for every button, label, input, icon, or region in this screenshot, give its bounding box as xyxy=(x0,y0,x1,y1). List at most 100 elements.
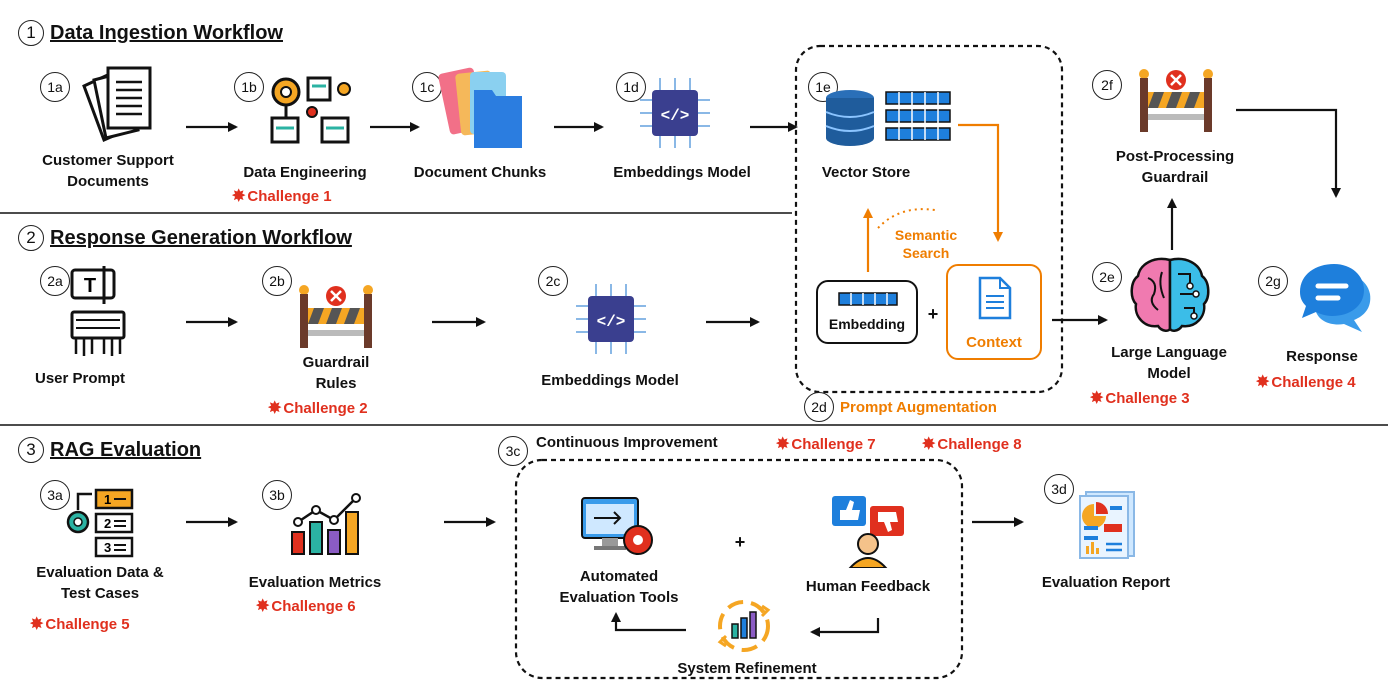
node-2b-label: Guardrail Rules xyxy=(276,352,396,394)
challenge-text: Challenge 8 xyxy=(937,435,1022,453)
node-1a-label: Customer Support Documents xyxy=(18,150,198,192)
step-tag: 1d xyxy=(616,72,646,102)
burst-icon: ✸ xyxy=(922,436,936,453)
label-line: Large Language xyxy=(1111,344,1227,361)
node-1c-label: Document Chunks xyxy=(413,164,547,181)
node-2a-label: User Prompt xyxy=(34,370,126,387)
automated-tools-label: Automated Evaluation Tools xyxy=(544,566,694,608)
node-2g-label: Response xyxy=(1286,348,1358,365)
label-line: Evaluation Data & xyxy=(36,564,164,581)
step-tag: 1c xyxy=(412,72,442,102)
plus-sign: + xyxy=(927,304,939,324)
human-feedback-label: Human Feedback xyxy=(805,578,931,595)
challenge-badge: ✸ Challenge 3 xyxy=(1090,388,1190,408)
step-tag: 2g xyxy=(1258,266,1288,296)
step-tag: 1a xyxy=(40,72,70,102)
step-tag: 3c xyxy=(498,436,528,466)
challenge-badge: ✸ Challenge 1 xyxy=(232,186,332,206)
label-line: Guardrail xyxy=(302,354,370,371)
challenge-badge: ✸ Challenge 4 xyxy=(1256,372,1356,392)
continuous-improvement-label: Continuous Improvement xyxy=(536,434,718,451)
step-tag: 3d xyxy=(1044,474,1074,504)
prompt-augmentation-box xyxy=(794,44,1064,394)
system-refinement-label: System Refinement xyxy=(677,660,817,677)
embedding-vector-icon xyxy=(838,292,898,306)
burst-icon: ✸ xyxy=(30,616,44,633)
step-tag: 3b xyxy=(262,480,292,510)
label-line: Guardrail xyxy=(1141,169,1209,186)
prompt-augmentation-label: Prompt Augmentation xyxy=(840,399,997,416)
section-title: Response Generation Workflow xyxy=(50,226,352,249)
challenge-text: Challenge 1 xyxy=(247,187,332,205)
svg-text:3: 3 xyxy=(104,540,111,555)
svg-text:1: 1 xyxy=(104,492,111,507)
step-tag: 2c xyxy=(538,266,568,296)
challenge-badge: ✸ Challenge 6 xyxy=(256,596,356,616)
test-cases-icon: 1 2 3 xyxy=(66,488,134,558)
svg-text:2: 2 xyxy=(104,516,111,531)
node-2f-label: Post-Processing Guardrail xyxy=(1090,146,1260,188)
challenge-badge: ✸ Challenge 7 xyxy=(776,434,876,454)
step-tag: 2d xyxy=(804,392,834,422)
vector-store-icon xyxy=(825,90,951,146)
label-line: Post-Processing xyxy=(1115,148,1235,165)
challenge-badge: ✸ Challenge 5 xyxy=(30,614,130,634)
document-icon xyxy=(978,276,1012,320)
challenge-badge: ✸ Challenge 2 xyxy=(268,398,368,418)
chat-response-icon xyxy=(1300,264,1371,332)
context-label: Context xyxy=(966,334,1022,351)
burst-icon: ✸ xyxy=(1256,374,1270,391)
document-chunks-icon xyxy=(438,67,522,148)
embedding-label: Embedding xyxy=(828,316,906,332)
label-line: Search xyxy=(902,245,950,261)
step-tag: 2e xyxy=(1092,262,1122,292)
challenge-text: Challenge 6 xyxy=(271,597,356,615)
documents-icon xyxy=(82,66,152,143)
section-number: 1 xyxy=(18,20,44,46)
context-box: Context xyxy=(946,264,1042,360)
challenge-text: Challenge 4 xyxy=(1271,373,1356,391)
step-tag: 1b xyxy=(234,72,264,102)
burst-icon: ✸ xyxy=(256,598,270,615)
label-line: Evaluation Tools xyxy=(559,589,679,606)
svg-text:T: T xyxy=(84,275,96,297)
node-2e-label: Large Language Model xyxy=(1084,342,1254,384)
burst-icon: ✸ xyxy=(232,188,246,205)
section-title: Data Ingestion Workflow xyxy=(50,21,283,44)
embeddings-model-icon: </> xyxy=(576,284,646,354)
arrow-feedback-refine xyxy=(810,618,880,637)
semantic-search-dots xyxy=(877,208,936,229)
step-tag: 2b xyxy=(262,266,292,296)
plus-sign: + xyxy=(734,532,746,552)
section-number: 3 xyxy=(18,437,44,463)
guardrail-icon xyxy=(299,285,373,348)
system-refinement-icon xyxy=(717,600,771,652)
arrow-2f-2g xyxy=(1236,108,1341,198)
step-tag: 1e xyxy=(808,72,838,102)
burst-icon: ✸ xyxy=(1090,390,1104,407)
metrics-icon xyxy=(291,493,361,555)
node-3b-label: Evaluation Metrics xyxy=(248,574,382,591)
section-title: RAG Evaluation xyxy=(50,438,202,461)
continuous-improvement-box xyxy=(514,458,964,680)
automated-tools-icon xyxy=(581,497,653,555)
node-1d-label: Embeddings Model xyxy=(613,164,751,181)
section-1-header: 1 Data Ingestion Workflow xyxy=(18,20,283,46)
node-1e-label: Vector Store xyxy=(821,164,911,181)
burst-icon: ✸ xyxy=(268,400,282,417)
embedding-box: Embedding xyxy=(816,280,918,344)
node-3a-label: Evaluation Data & Test Cases xyxy=(10,562,190,604)
human-feedback-icon xyxy=(832,496,904,568)
challenge-badge: ✸ Challenge 8 xyxy=(922,434,1022,454)
challenge-text: Challenge 2 xyxy=(283,399,368,417)
evaluation-report-icon xyxy=(1079,491,1135,559)
svg-text:</>: </> xyxy=(661,107,690,125)
brain-icon xyxy=(1130,257,1210,332)
label-line: Documents xyxy=(67,173,149,190)
semantic-search-label: Semantic Search xyxy=(878,226,974,262)
label-line: Model xyxy=(1147,365,1191,382)
node-1b-label: Data Engineering xyxy=(243,164,367,181)
label-line: Semantic xyxy=(894,227,958,243)
node-2c-label: Embeddings Model xyxy=(541,372,679,389)
